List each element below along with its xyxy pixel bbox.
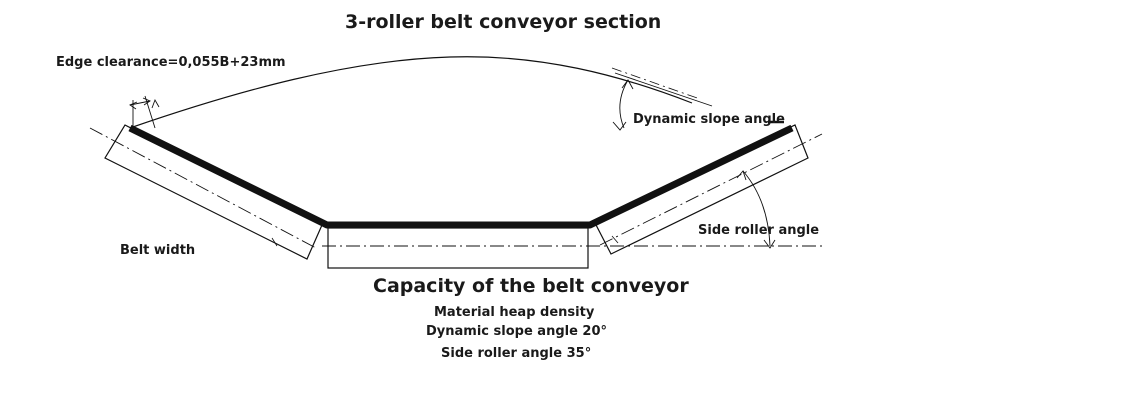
left-side-roller bbox=[104, 124, 323, 260]
center-roller bbox=[327, 227, 589, 269]
diagram-title: 3-roller belt conveyor section bbox=[345, 11, 662, 33]
dynamic-slope-reference bbox=[614, 72, 713, 107]
capacity-heading: Capacity of the belt conveyor bbox=[373, 275, 689, 297]
dynamic-slope-ref-2 bbox=[611, 67, 701, 100]
side-roller-angle-label: Side roller angle bbox=[698, 223, 820, 238]
right-roller-centerline bbox=[599, 133, 823, 246]
side-roller-arrow-bottom bbox=[763, 239, 776, 249]
capacity-line-density: Material heap density bbox=[434, 305, 595, 320]
dynamic-slope-arrow-bottom bbox=[612, 121, 627, 131]
edge-clearance-arrow-2 bbox=[142, 97, 151, 106]
side-roller-arrow-top bbox=[736, 170, 747, 181]
edge-clearance-arrow-3 bbox=[151, 98, 160, 109]
edge-clearance-dim bbox=[129, 100, 151, 106]
material-surface-curve bbox=[129, 56, 693, 129]
edge-clearance-label: Edge clearance=0,055B+23mm bbox=[56, 55, 286, 70]
conveyor-belt bbox=[128, 124, 794, 229]
belt-width-tick bbox=[271, 237, 278, 247]
belt-width-label: Belt width bbox=[120, 243, 196, 258]
capacity-line-side-angle: Side roller angle 35° bbox=[441, 346, 592, 361]
roller-tick bbox=[611, 235, 619, 244]
edge-clearance-arrow-1 bbox=[129, 101, 138, 110]
side-roller-angle-arc bbox=[742, 170, 771, 247]
dynamic-slope-arrow-top bbox=[621, 79, 634, 90]
dynamic-slope-angle-label: Dynamic slope angle bbox=[633, 112, 785, 127]
left-roller-centerline bbox=[89, 127, 317, 249]
capacity-line-dynamic-angle: Dynamic slope angle 20° bbox=[426, 324, 608, 339]
dynamic-slope-arc bbox=[619, 79, 629, 129]
